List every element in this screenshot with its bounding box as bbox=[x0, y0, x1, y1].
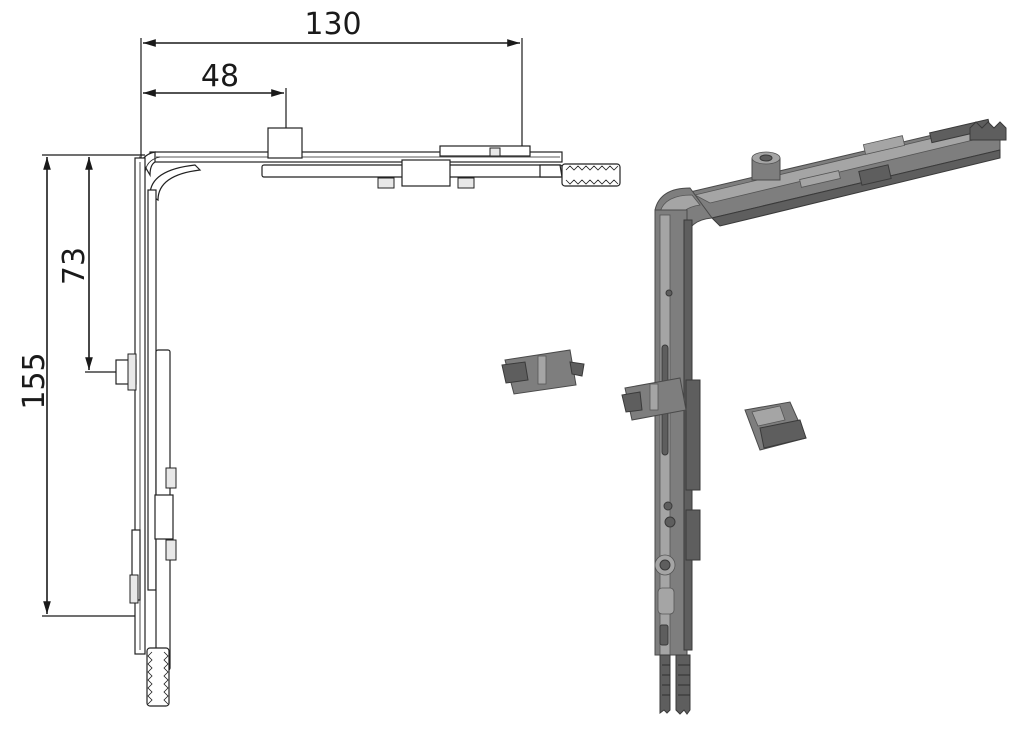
3d-arm-clip bbox=[621, 377, 687, 421]
dimension-48: 48 bbox=[143, 59, 287, 128]
dimension-label-130: 130 bbox=[304, 7, 361, 42]
loose-clip-right bbox=[744, 401, 807, 451]
dimension-73: 73 bbox=[57, 157, 128, 373]
dimension-label-48: 48 bbox=[201, 59, 239, 94]
dimension-label-155: 155 bbox=[17, 352, 52, 409]
3d-bottom-serrated-end bbox=[659, 654, 691, 715]
bracket-3d-view bbox=[621, 118, 1007, 715]
side-block bbox=[154, 494, 174, 540]
loose-clip-left bbox=[501, 349, 585, 395]
bracket-side-view bbox=[115, 127, 621, 707]
dimension-155: 155 bbox=[17, 154, 145, 617]
dimension-130: 130 bbox=[140, 7, 523, 158]
top-pin bbox=[267, 127, 303, 159]
dimension-label-73: 73 bbox=[57, 247, 92, 285]
top-block bbox=[401, 159, 451, 187]
3d-top-pin bbox=[751, 151, 781, 181]
top-serrated-end bbox=[561, 163, 621, 187]
bottom-serrated-end bbox=[146, 647, 170, 707]
